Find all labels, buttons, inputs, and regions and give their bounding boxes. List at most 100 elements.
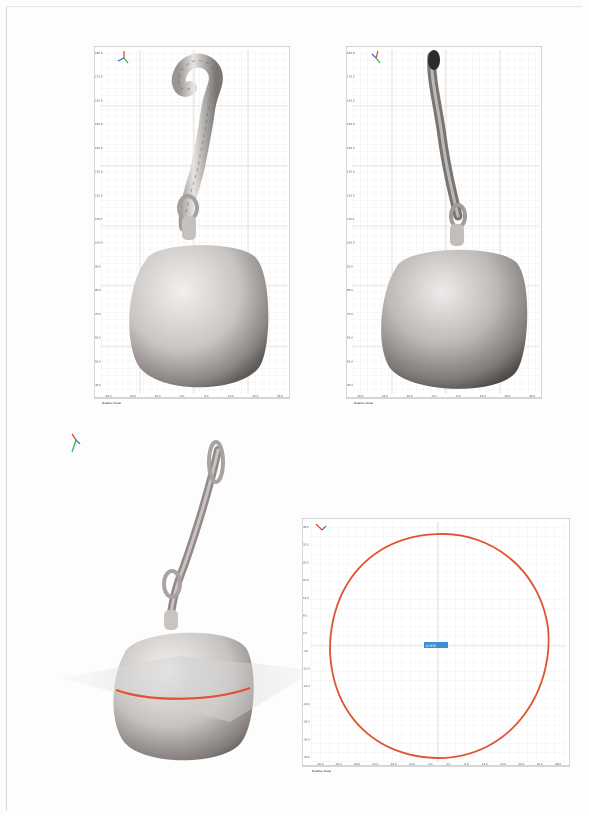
x-tick-label: -35.0 xyxy=(105,394,112,398)
y-tick-label: 14.0 xyxy=(303,596,309,600)
y-tick-label: 85.0 xyxy=(347,288,353,292)
x-tick-label: 5.0 xyxy=(456,394,461,398)
x-tick-label: 35.0 xyxy=(529,394,535,398)
y-tick-label: 75.0 xyxy=(347,312,353,316)
y-tick-label: 95.0 xyxy=(95,264,101,268)
y-tick-label: 155.0 xyxy=(95,122,103,126)
x-tick-label: -22.0 xyxy=(372,762,379,766)
x-tick-labels: -35.0 -25.0 -15.0 -5.0 5.0 15.0 25.0 35.0 xyxy=(105,394,284,398)
y-tick-label: 8.0 xyxy=(303,613,308,617)
axis-triad-icon xyxy=(71,433,81,453)
x-tick-label: 8.0 xyxy=(464,762,469,766)
y-tick-label: 75.0 xyxy=(95,312,101,316)
y-tick-label: -10.0 xyxy=(303,667,310,671)
section-outline xyxy=(329,533,550,759)
scale-note: Relative Scale xyxy=(354,401,374,405)
x-tick-label: -25.0 xyxy=(381,394,388,398)
y-tick-label: 145.0 xyxy=(347,146,355,150)
section-line xyxy=(115,686,251,700)
x-tick-label: 35.0 xyxy=(277,394,283,398)
y-tick-label: 65.0 xyxy=(95,336,101,340)
y-tick-label: 185.0 xyxy=(347,51,355,55)
center-marker xyxy=(424,642,448,648)
y-tick-label: 165.0 xyxy=(347,98,355,102)
hook-tip xyxy=(428,50,440,70)
x-tick-label: 25.0 xyxy=(505,394,511,398)
y-tick-label: -4.0 xyxy=(303,649,309,653)
y-tick-label: -40.0 xyxy=(303,755,310,759)
y-tick-label: 32.0 xyxy=(303,543,309,547)
y-tick-labels: 38.0 32.0 26.0 20.0 14.0 8.0 2.0 -4.0 -10.0 -16.0… xyxy=(303,525,310,759)
ball-neck xyxy=(182,216,196,240)
axis-triad-icon xyxy=(315,523,327,531)
hook-eye xyxy=(207,440,225,484)
scale-note: Relative Scale xyxy=(312,769,332,773)
y-tick-label: 65.0 xyxy=(347,336,353,340)
x-tick-label: 26.0 xyxy=(518,762,524,766)
y-tick-label: -28.0 xyxy=(303,720,310,724)
x-tick-label: -28.0 xyxy=(353,762,360,766)
y-tick-label: 2.0 xyxy=(303,631,308,635)
y-tick-label: 105.0 xyxy=(95,241,103,245)
x-tick-label: -40.0 xyxy=(317,762,324,766)
center-label: 0.000 xyxy=(426,643,437,648)
cross-section-panel: 38.0 32.0 26.0 20.0 14.0 8.0 2.0 -4.0 -10.0 -16.0… xyxy=(302,518,570,774)
y-tick-label: 165.0 xyxy=(95,98,103,102)
y-tick-label: 125.0 xyxy=(95,193,103,197)
x-tick-label: -34.0 xyxy=(335,762,342,766)
x-tick-label: -10.0 xyxy=(408,762,415,766)
y-tick-label: 125.0 xyxy=(347,193,355,197)
x-tick-label: 2.0 xyxy=(446,762,451,766)
y-tick-label: -34.0 xyxy=(303,737,310,741)
y-tick-label: -16.0 xyxy=(303,684,310,688)
x-tick-label: -15.0 xyxy=(154,394,161,398)
y-tick-label: 55.0 xyxy=(347,359,353,363)
x-tick-label: 25.0 xyxy=(253,394,259,398)
y-tick-label: 95.0 xyxy=(347,264,353,268)
scale-note: Relative Scale xyxy=(102,401,122,405)
y-tick-label: 38.0 xyxy=(303,525,309,529)
x-tick-label: 5.0 xyxy=(204,394,209,398)
x-tick-label: -25.0 xyxy=(129,394,136,398)
ball-body xyxy=(381,249,528,389)
y-tick-label: 26.0 xyxy=(303,560,309,564)
y-tick-label: 20.0 xyxy=(303,578,309,582)
y-tick-label: 145.0 xyxy=(95,146,103,150)
perspective-view-panel xyxy=(60,426,320,806)
axis-triad-icon xyxy=(371,50,381,64)
y-tick-labels: 185.0175.0165.0155.0145.0135.0125.0115.0… xyxy=(347,51,355,387)
axis-triad-icon xyxy=(117,51,129,64)
cross-section-figure: 38.0 32.0 26.0 20.0 14.0 8.0 2.0 -4.0 -10.0 -16.0… xyxy=(302,518,570,773)
y-tick-label: -22.0 xyxy=(303,702,310,706)
y-tick-label: 185.0 xyxy=(95,51,103,55)
x-tick-label: -15.0 xyxy=(406,394,413,398)
x-tick-label: 15.0 xyxy=(480,394,486,398)
x-tick-label: -5.0 xyxy=(179,394,185,398)
y-tick-label: 115.0 xyxy=(95,217,103,221)
x-tick-label: 38.0 xyxy=(555,762,561,766)
page-edge xyxy=(6,6,582,811)
y-tick-label: 175.0 xyxy=(95,75,103,79)
x-tick-label: 20.0 xyxy=(500,762,506,766)
y-tick-label: 135.0 xyxy=(95,170,103,174)
y-tick-label: 85.0 xyxy=(95,288,101,292)
chain-link xyxy=(162,569,182,599)
side-view-figure: 185.0175.0165.0155.0145.0135.0125.0115.0… xyxy=(346,46,542,405)
x-tick-label: -35.0 xyxy=(357,394,364,398)
y-tick-label: 45.0 xyxy=(347,383,353,387)
y-tick-label: 155.0 xyxy=(347,122,355,126)
front-view-figure: 185.0 175.0 165.0 155.0 145.0 135.0 125.0 115.0… xyxy=(94,46,290,405)
ball-neck xyxy=(450,224,464,246)
y-tick-label: 55.0 xyxy=(95,359,101,363)
x-tick-label: 15.0 xyxy=(228,394,234,398)
y-tick-label: 45.0 xyxy=(95,383,101,387)
x-tick-label: 14.0 xyxy=(482,762,488,766)
ball-neck xyxy=(164,610,178,630)
x-tick-label: 32.0 xyxy=(537,762,543,766)
y-tick-label: 105.0 xyxy=(347,241,355,245)
y-tick-label: 175.0 xyxy=(347,75,355,79)
